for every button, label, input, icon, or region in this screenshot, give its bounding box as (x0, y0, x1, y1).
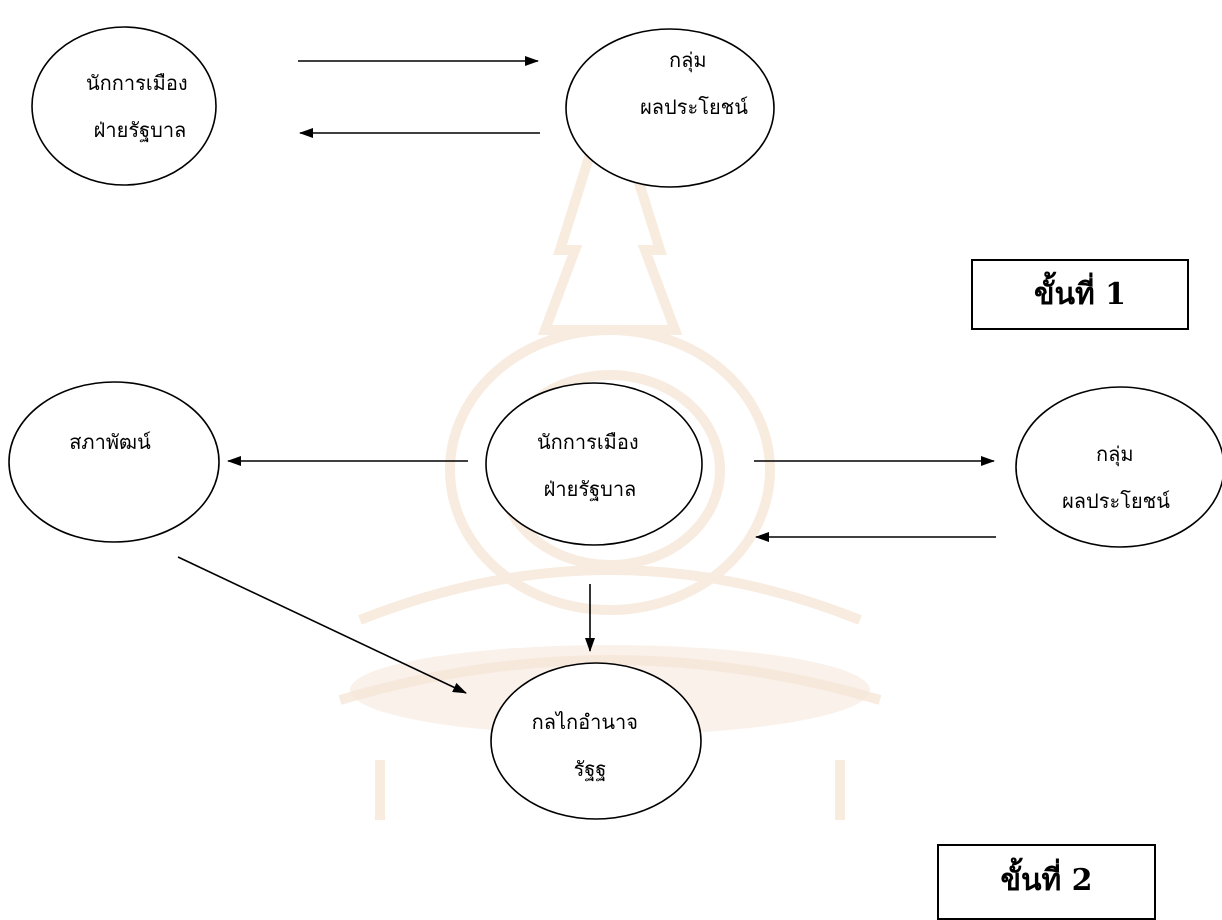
stage2-govt-politician-line2: ฝ่ายรัฐบาล (544, 477, 637, 501)
stage2-parliament-label: สภาพัฒน์ (69, 430, 151, 454)
stage2-label: ขั้นที่ 2 (1000, 862, 1093, 898)
stage2-interest-group-line2: ผลประโยชน์ (1062, 489, 1170, 513)
stage2-interest-group-node (1015, 386, 1222, 548)
stage1-group: นักการเมือง ฝ่ายรัฐบาล กลุ่ม ผลประโยชน์ (31, 26, 775, 188)
stage2-label-box: ขั้นที่ 2 (937, 844, 1156, 920)
stage1-label: ขั้นที่ 1 (1033, 277, 1127, 312)
svg-text:สภาพัฒน์: สภาพัฒน์ (69, 430, 151, 454)
stage2-state-mechanism-node (490, 662, 702, 820)
svg-text:กลุ่ม ผลประโยชน์: กลุ่ม ผลประโยชน์ (1062, 442, 1170, 513)
stage2-group: สภาพัฒน์ นักการเมือง ฝ่ายรัฐบาล กลุ่ม ผล… (8, 381, 1222, 820)
stage2-interest-group-line1: กลุ่ม (1096, 442, 1134, 467)
stage2-govt-politician-line1: นักการเมือง (537, 430, 639, 454)
svg-text:นักการเมือง ฝ่ายรัฐบาล: นักการเมือง ฝ่ายรัฐบาล (86, 71, 194, 142)
stage1-interest-group-line1: กลุ่ม (669, 48, 707, 73)
svg-text:กลไกอำนาจ รัฐฐ: กลไกอำนาจ รัฐฐ (532, 710, 645, 781)
stage1-govt-politician-line1: นักการเมือง (86, 71, 188, 95)
stage1-govt-politician-line2: ฝ่ายรัฐบาล (94, 118, 187, 142)
stage2-state-mechanism-line1: กลไกอำนาจ (532, 710, 638, 734)
stage2-parliament-node (8, 381, 220, 543)
svg-text:กลุ่ม ผลประโยชน์: กลุ่ม ผลประโยชน์ (640, 48, 748, 119)
stage1-interest-group-node (565, 28, 775, 188)
stage2-state-mechanism-line2: รัฐฐ (574, 757, 607, 781)
stage1-label-box: ขั้นที่ 1 (971, 259, 1189, 330)
stage1-govt-politician-node (31, 26, 217, 186)
stage2-arrow-parliament-to-state (177, 556, 467, 694)
stage2-govt-politician-node (485, 382, 703, 546)
svg-text:นักการเมือง ฝ่ายรัฐบาล: นักการเมือง ฝ่ายรัฐบาล (537, 430, 645, 501)
stage1-interest-group-line2: ผลประโยชน์ (640, 95, 748, 119)
